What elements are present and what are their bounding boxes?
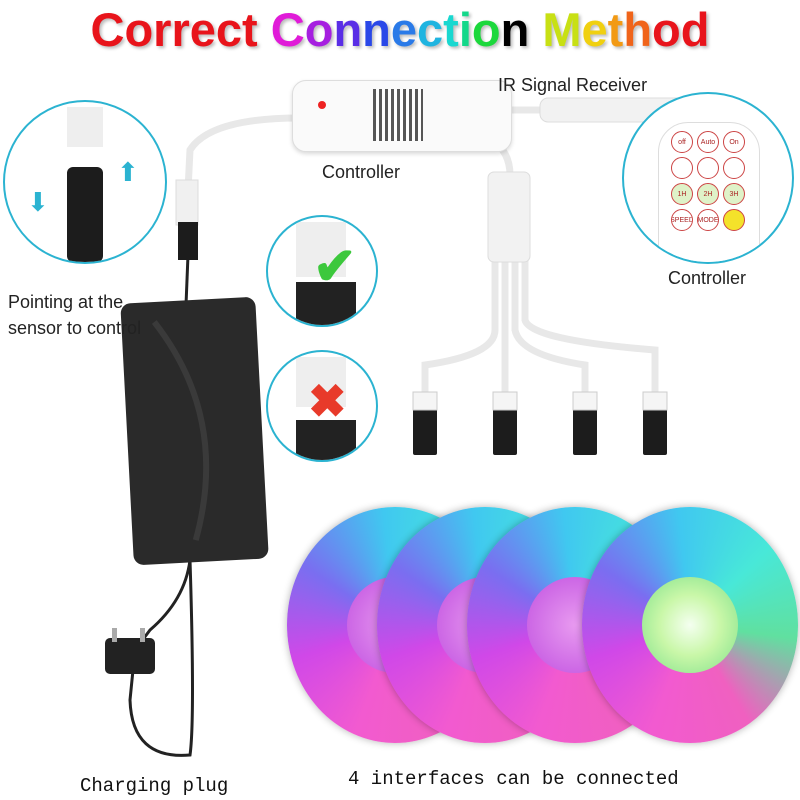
connector-black [296, 282, 356, 325]
title-letter: o [652, 3, 681, 56]
branch-cable-3 [511, 254, 589, 404]
led-strip-reel-4 [582, 507, 798, 743]
page-title: Correct Connection Method [0, 2, 800, 57]
controller-label: Controller [322, 162, 401, 182]
controller-module [292, 80, 512, 152]
title-letter: e [390, 3, 418, 56]
dc-cable [184, 254, 190, 306]
title-letter: t [242, 3, 258, 56]
remote-button: SPEED [671, 209, 693, 231]
title-letter: e [189, 3, 216, 56]
remote-button [671, 157, 693, 179]
title-letter: i [458, 3, 472, 56]
interfaces-label: 4 interfaces can be connected [348, 768, 679, 790]
title-letter: M [542, 3, 582, 56]
led-indicator [318, 101, 326, 109]
dc-connector-black [178, 222, 198, 260]
title-letter: C [270, 3, 305, 56]
title-letter: o [304, 3, 334, 56]
splitter [487, 171, 531, 263]
remote-button: 2H [697, 183, 719, 205]
pointing-label-line2: sensor to control [8, 318, 142, 338]
title-letter: o [124, 3, 154, 56]
title-letter: n [362, 3, 391, 56]
ac-cable [128, 559, 194, 757]
title-letter: n [500, 3, 530, 56]
title-letter: C [90, 3, 125, 56]
checkmark-icon: ✔ [313, 238, 357, 296]
remote-button [723, 157, 745, 179]
remote-button: Auto [697, 131, 719, 153]
title-letter: t [443, 3, 459, 56]
dc-connector-white [175, 179, 199, 226]
remote-button: 3H [723, 183, 745, 205]
remote-button [723, 209, 745, 231]
title-letter: d [680, 3, 710, 56]
connector-white-detail [67, 107, 103, 147]
title-letter: c [215, 3, 243, 56]
branch-cable-1 [421, 254, 499, 404]
ir-receiver-label: IR Signal Receiver [498, 75, 648, 95]
wrong-connection-circle: ✖ [266, 350, 378, 462]
connector-black-detail [67, 167, 103, 262]
title-letter: c [417, 3, 444, 56]
connector-white [296, 357, 346, 407]
charging-plug-label: Charging plug [80, 775, 229, 797]
connector-white [296, 222, 346, 277]
title-letter: r [153, 3, 172, 56]
remote-button: off [671, 131, 693, 153]
branch-cable-4 [521, 254, 659, 404]
title-letter: r [171, 3, 190, 56]
controller-power-cable [184, 114, 304, 194]
ac-plug-icon [105, 628, 155, 674]
title-letter: t [607, 3, 624, 56]
arrow-down-icon: ⬇ [27, 187, 49, 217]
strip-connectors [413, 395, 667, 455]
reel-center [642, 577, 738, 673]
pointing-label-line1: Pointing at the [8, 292, 124, 312]
remote-controller-label: Controller [668, 268, 747, 288]
title-letter: h [623, 3, 653, 56]
title-letter: n [333, 3, 363, 56]
qr-code [373, 89, 423, 141]
title-letter: o [471, 3, 501, 56]
arrow-up-icon: ⬆ [117, 157, 139, 187]
remote-button: MODE [697, 209, 719, 231]
remote-button [697, 157, 719, 179]
remote-button: 1H [671, 183, 693, 205]
title-letter: e [581, 3, 608, 56]
cross-icon: ✖ [308, 375, 347, 427]
correct-connection-circle: ✔ [266, 215, 378, 327]
power-adapter [120, 297, 269, 565]
remote-button: On [723, 131, 745, 153]
connector-black [296, 420, 356, 460]
sensor-detail-circle: ⬇ ⬆ [3, 100, 167, 264]
